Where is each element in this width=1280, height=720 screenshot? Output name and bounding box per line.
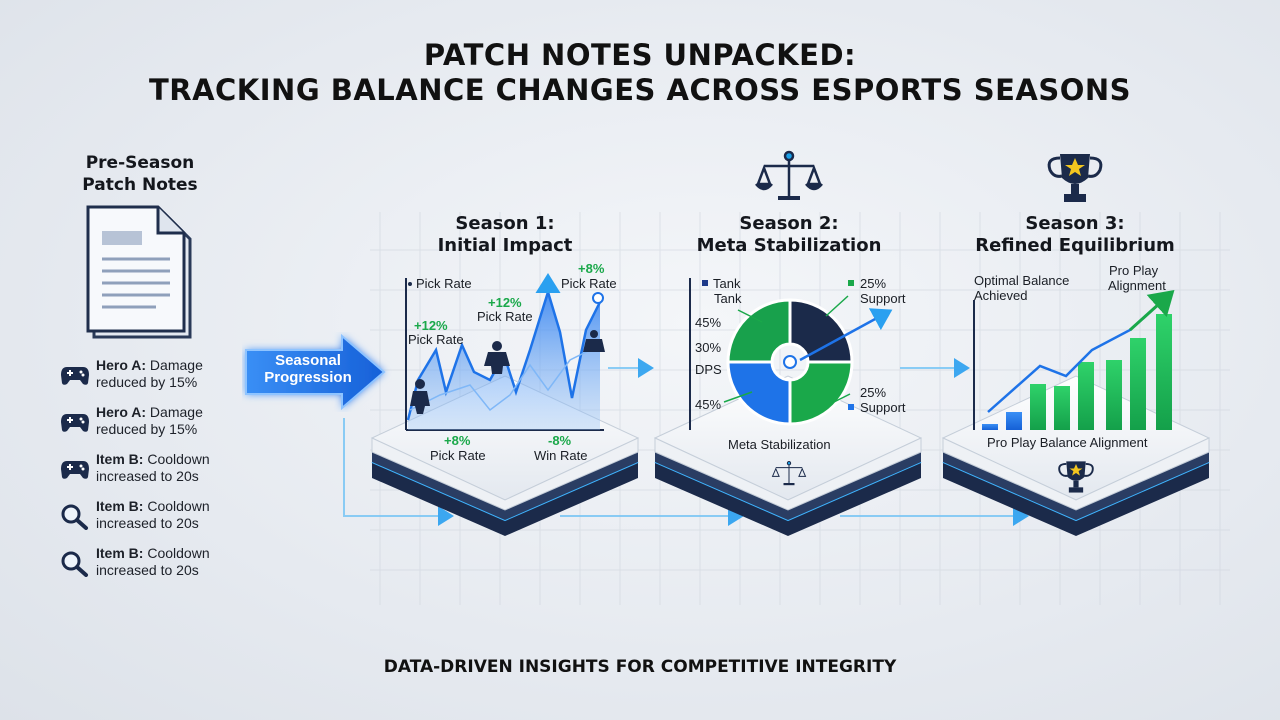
s2-pct-25-bottom: 25%	[860, 385, 887, 400]
footer-tagline: DATA-DRIVEN INSIGHTS FOR COMPETITIVE INT…	[383, 657, 897, 677]
timeline-connectors	[343, 358, 1029, 526]
s2-platform-label: Meta Stabilization	[728, 437, 831, 452]
trophy-small-icon	[1058, 461, 1094, 493]
s3-platform-label: Pro Play Balance Alignment	[987, 435, 1148, 450]
s1-bottom-left-label: Pick Rate	[430, 448, 486, 463]
season3-bar	[1006, 412, 1022, 430]
season3-bar	[1054, 386, 1070, 430]
s3-ann-right-line1: Pro Play	[1109, 263, 1159, 278]
s3-ann-right-line2: Alignment	[1108, 278, 1166, 293]
s1-bottom-right-label: Win Rate	[534, 448, 588, 463]
s1-bottom-right-value: -8%	[548, 433, 572, 448]
s2-pct-30: 30%	[695, 340, 722, 355]
seasonal-progression-label: Seasonal Progression	[264, 352, 352, 386]
balance-scale-icon	[755, 150, 823, 200]
magnifier-icon	[60, 551, 90, 577]
title-line-2: TRACKING BALANCE CHANGES ACROSS ESPORTS …	[148, 73, 1132, 107]
season3-bar	[1106, 360, 1122, 430]
gamepad-icon	[60, 363, 90, 387]
s1-ann-mid-value: +12%	[488, 295, 522, 310]
season1-chart	[405, 273, 605, 431]
player-figure-icon	[410, 330, 605, 414]
pre-season-title: Pre-Season Patch Notes	[82, 153, 198, 195]
s1-ann-left-value: +12%	[414, 318, 448, 333]
s2-legend-tank: Tank	[713, 276, 741, 291]
balance-scale-small-icon	[771, 461, 807, 486]
season2-platform	[653, 375, 923, 536]
s1-bottom-left-value: +8%	[444, 433, 471, 448]
s3-ann-left-line1: Optimal Balance	[974, 273, 1070, 288]
season2-chart	[689, 278, 893, 430]
s2-label-support-bottom: Support	[860, 400, 906, 415]
season2-title: Season 2: Meta Stabilization	[696, 213, 882, 256]
s1-ann-right-label: Pick Rate	[561, 276, 617, 291]
s1-ann-right-value: +8%	[578, 261, 605, 276]
s1-legend-pick-rate: Pick Rate	[416, 276, 472, 291]
s1-ann-left-label: Pick Rate	[408, 332, 464, 347]
s2-pct-45-top: 45%	[695, 315, 722, 330]
donut-center	[783, 355, 797, 369]
trophy-icon	[1047, 154, 1103, 202]
gamepad-icon	[60, 410, 90, 434]
seasonal-progression-arrow	[245, 333, 386, 411]
season1-title: Season 1: Initial Impact	[437, 213, 573, 256]
season3-title: Season 3: Refined Equilibrium	[975, 213, 1175, 256]
document-icon	[86, 205, 192, 339]
season3-bar	[1030, 384, 1046, 430]
season3-bar	[1156, 314, 1172, 430]
s2-label-support-top: Support	[860, 291, 906, 306]
s1-ann-mid-label: Pick Rate	[477, 309, 533, 324]
s3-ann-left-line2: Achieved	[974, 288, 1028, 303]
gamepad-icon	[60, 457, 90, 481]
title-line-1: PATCH NOTES UNPACKED:	[423, 38, 857, 72]
s2-pct-45-bottom: 45%	[695, 397, 722, 412]
season1-secondary-line	[409, 344, 601, 412]
donut-segment-dps	[726, 298, 792, 364]
season3-bar	[1078, 362, 1094, 430]
season3-chart	[973, 289, 1175, 430]
donut-segment-tank	[788, 298, 854, 364]
donut-segment-support-blue	[726, 360, 792, 426]
donut-segment-support	[788, 360, 854, 426]
magnifier-icon	[60, 504, 90, 530]
s2-label-tank: Tank	[714, 291, 742, 306]
season3-bar	[982, 424, 998, 430]
s2-pct-25-top: 25%	[860, 276, 887, 291]
s2-label-dps: DPS	[695, 362, 722, 377]
season3-bar	[1130, 338, 1146, 430]
